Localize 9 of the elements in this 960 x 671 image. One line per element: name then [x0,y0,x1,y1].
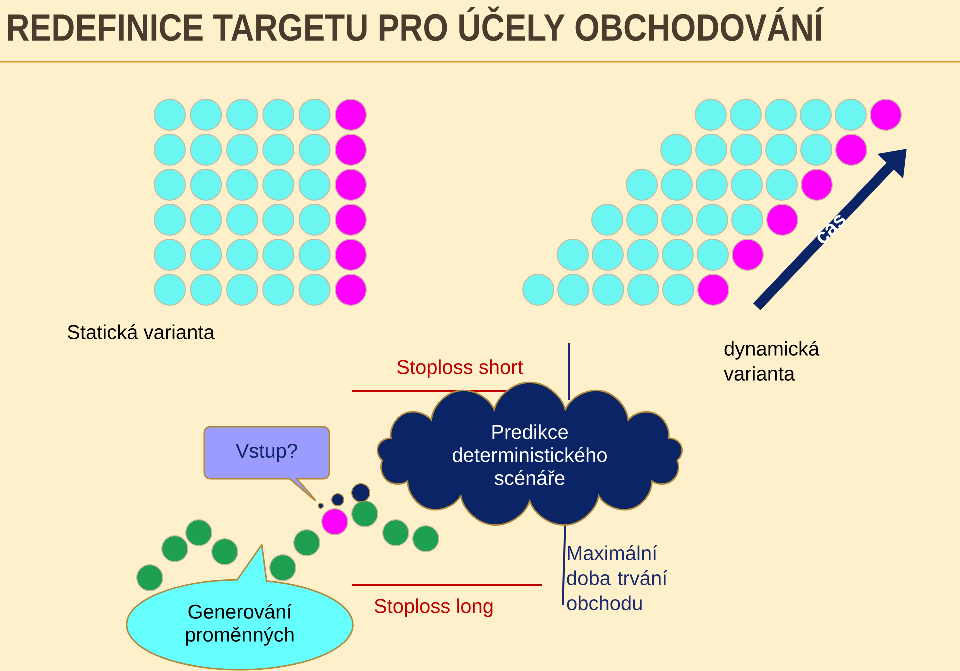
duration-label: Maximální doba trvání obchodu [567,546,668,610]
time-label: čas [814,215,846,244]
thought-cloud: Predikce deterministického scénáře [376,382,684,526]
variant-label: Statická varianta [68,324,215,340]
speech-bubble: Vstup? [204,426,330,502]
variant-label: dynamická varianta [724,341,820,381]
title: REDEFINICE TARGETU PRO ÚČELY OBCHODOVÁNÍ [8,6,824,42]
stoploss-label: Stoploss long [374,598,493,618]
speech-bubble: Generování proměnných [126,544,354,671]
